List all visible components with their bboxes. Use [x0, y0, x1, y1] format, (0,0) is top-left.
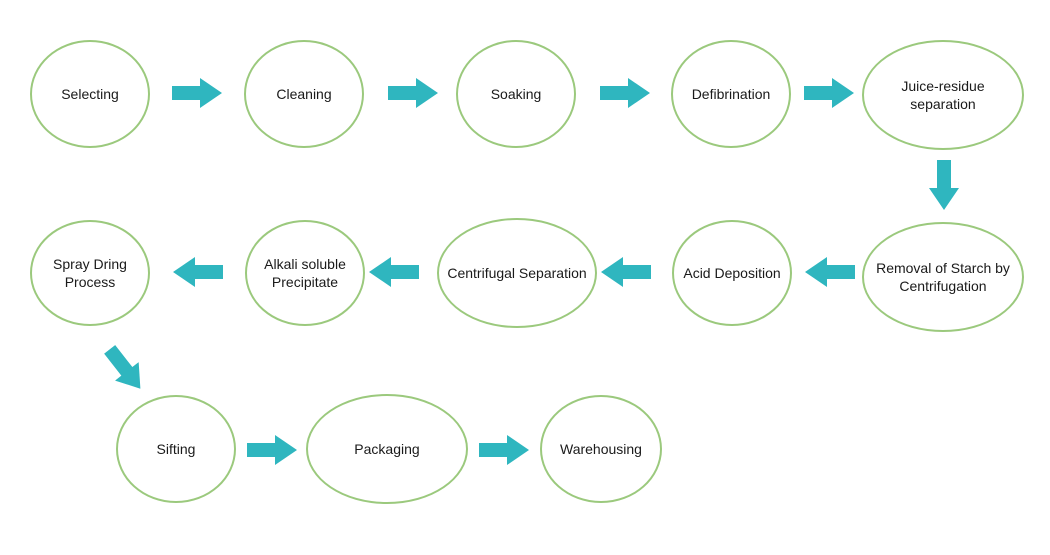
node-label-spray-dring-process: Spray Dring Process [53, 255, 127, 290]
node-label-removal-of-starch-by-centrifugation: Removal of Starch by Centrifugation [876, 259, 1010, 294]
node-label-acid-deposition: Acid Deposition [683, 264, 781, 281]
connector-packaging-to-warehousing [479, 435, 529, 465]
arrow-right-icon [479, 435, 529, 465]
node-warehousing: Warehousing [540, 395, 662, 503]
node-label-packaging: Packaging [354, 440, 420, 457]
arrow-down-right-icon [104, 344, 141, 389]
arrow-left-icon [369, 257, 419, 287]
arrow-right-icon [600, 78, 650, 108]
arrow-left-icon [601, 257, 651, 287]
node-defibrination: Defibrination [671, 40, 791, 148]
arrow-left-icon [805, 257, 855, 287]
arrow-down-icon [929, 160, 959, 210]
arrow-right-icon [804, 78, 854, 108]
node-label-soaking: Soaking [490, 85, 542, 102]
node-label-centrifugal-separation: Centrifugal Separation [447, 264, 587, 281]
node-removal-of-starch-by-centrifugation: Removal of Starch by Centrifugation [862, 222, 1024, 332]
node-centrifugal-separation: Centrifugal Separation [437, 218, 597, 328]
connector-defibrination-to-juice-residue-separation [804, 78, 854, 108]
node-label-cleaning: Cleaning [276, 85, 332, 102]
node-label-sifting: Sifting [156, 440, 196, 457]
node-selecting: Selecting [30, 40, 150, 148]
arrow-left-icon [173, 257, 223, 287]
node-juice-residue-separation: Juice-residue separation [862, 40, 1024, 150]
arrow-right-icon [247, 435, 297, 465]
connector-alkali-soluble-precipitate-to-spray-dring-process [173, 257, 223, 287]
node-label-defibrination: Defibrination [691, 85, 771, 102]
node-label-warehousing: Warehousing [560, 440, 642, 457]
connector-spray-dring-process-to-sifting [98, 340, 152, 398]
connector-acid-deposition-to-centrifugal-separation [601, 257, 651, 287]
node-label-juice-residue-separation: Juice-residue separation [901, 77, 985, 112]
connector-removal-of-starch-to-acid-deposition [805, 257, 855, 287]
node-cleaning: Cleaning [244, 40, 364, 148]
node-alkali-soluble-precipitate: Alkali soluble Precipitate [245, 220, 365, 326]
node-soaking: Soaking [456, 40, 576, 148]
node-sifting: Sifting [116, 395, 236, 503]
connector-selecting-to-cleaning [172, 78, 222, 108]
connector-centrifugal-separation-to-alkali-soluble-precipitate [369, 257, 419, 287]
arrow-right-icon [172, 78, 222, 108]
node-packaging: Packaging [306, 394, 468, 504]
arrow-right-icon [388, 78, 438, 108]
connector-cleaning-to-soaking [388, 78, 438, 108]
node-label-alkali-soluble-precipitate: Alkali soluble Precipitate [264, 255, 346, 290]
connector-juice-residue-separation-to-removal-of-starch [929, 160, 959, 210]
node-label-selecting: Selecting [61, 85, 119, 102]
connector-soaking-to-defibrination [600, 78, 650, 108]
node-spray-dring-process: Spray Dring Process [30, 220, 150, 326]
connector-sifting-to-packaging [247, 435, 297, 465]
node-acid-deposition: Acid Deposition [672, 220, 792, 326]
